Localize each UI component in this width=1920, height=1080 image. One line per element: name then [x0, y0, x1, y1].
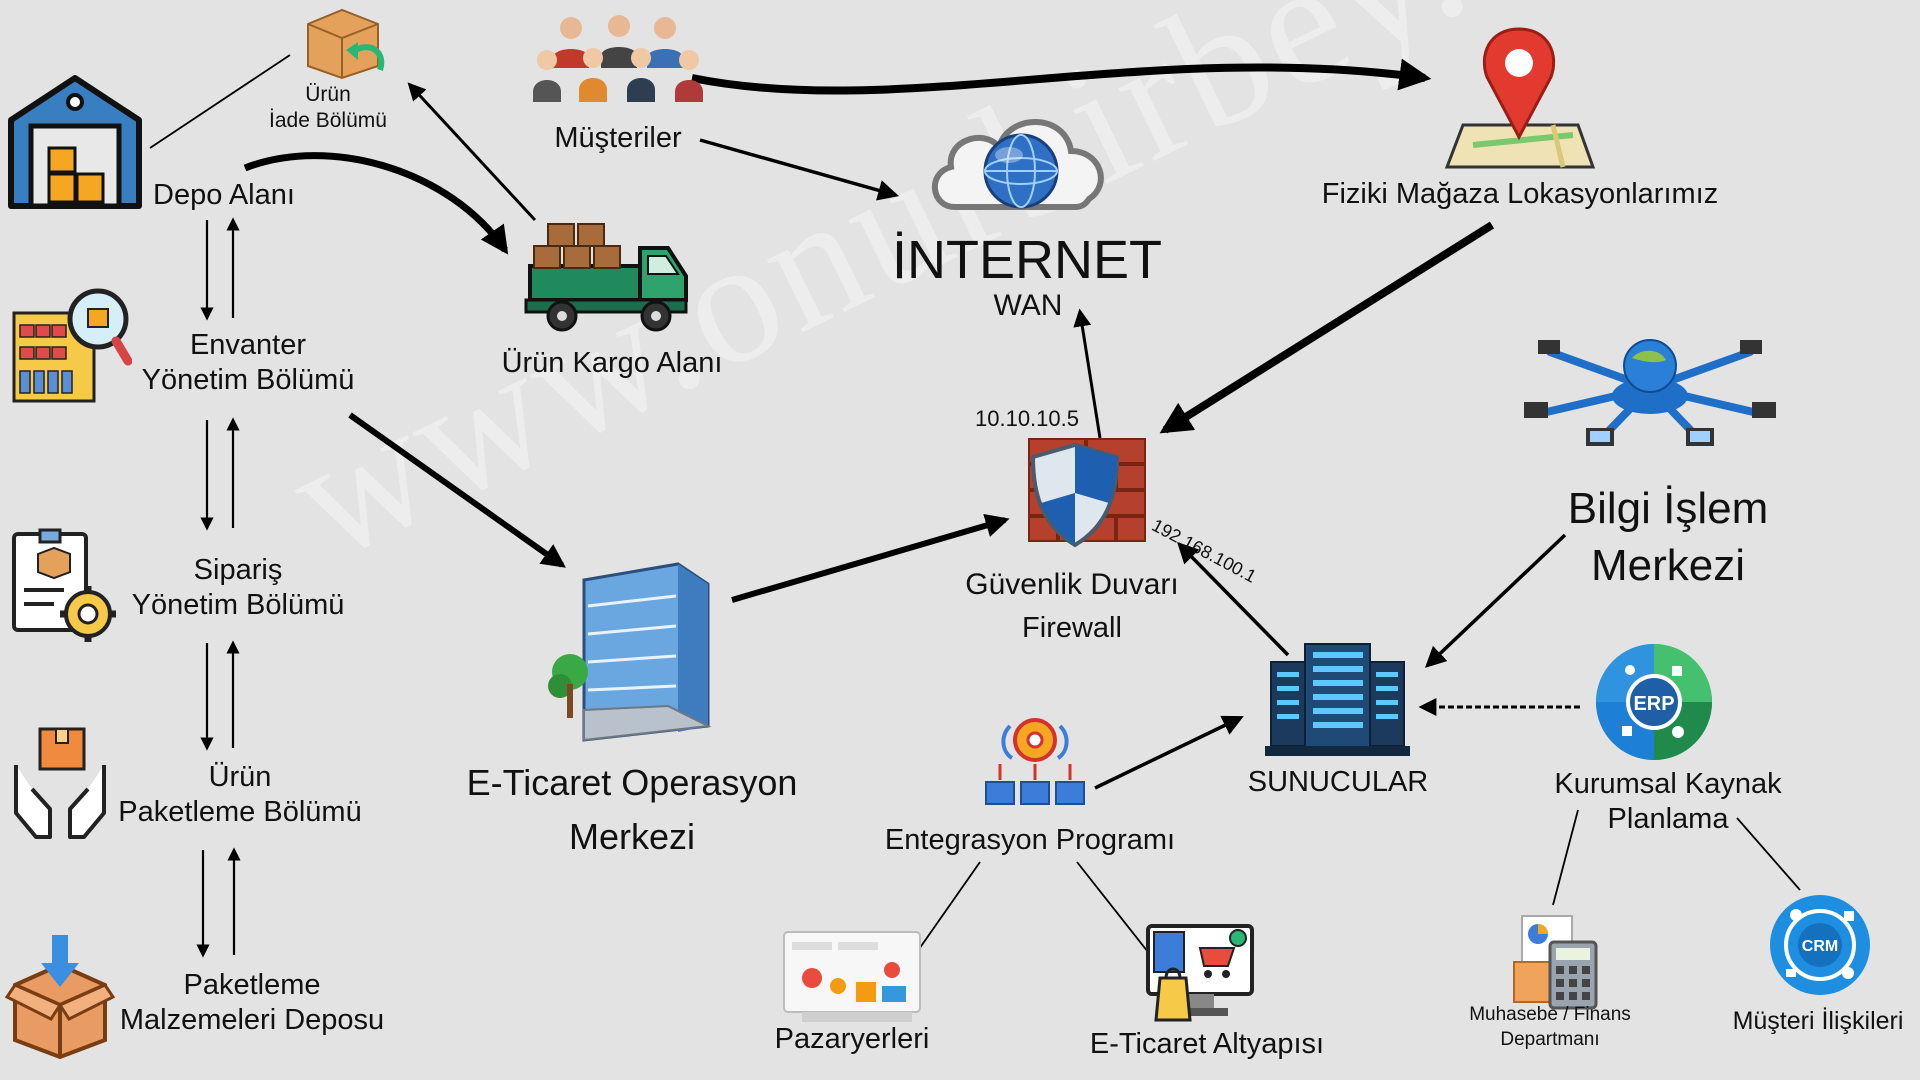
wan-ip: 10.10.10.5	[975, 406, 1079, 431]
firewall-line2: Firewall	[1022, 611, 1122, 644]
internet-title: İNTERNET	[892, 230, 1162, 290]
calculator-icon	[1513, 915, 1598, 1010]
crm-wheel-icon: CRM	[1770, 895, 1870, 995]
arrow-entegrasyon-sunucu	[1094, 715, 1244, 790]
sunucular-label: SUNUCULAR	[1247, 766, 1429, 798]
bilgi-label: Bilgi İşlem Merkezi	[1568, 480, 1769, 594]
erp-label: Kurumsal Kaynak Planlama	[1554, 767, 1781, 838]
muhasebe-line2: Departmanı	[1500, 1028, 1600, 1050]
malzeme-line2: Malzemeleri Deposu	[119, 1004, 385, 1037]
kargo-label: Ürün Kargo Alanı	[501, 347, 723, 379]
network-hub-icon	[1524, 339, 1776, 446]
altyapi-label: E-Ticaret Altyapısı	[1089, 1028, 1325, 1060]
erp-icon-text: ERP	[1633, 693, 1674, 715]
siparis-line1: Sipariş	[193, 554, 283, 586]
eticaret-ops-line2: Merkezi	[568, 816, 696, 857]
iade-line1: Ürün	[305, 83, 351, 106]
truck-icon	[524, 223, 688, 332]
building-icon	[548, 562, 712, 742]
bilgi-line1: Bilgi İşlem	[1567, 484, 1769, 533]
warehouse-icon	[8, 75, 142, 209]
muhasebe-line1: Muhasebe / Finans	[1469, 1004, 1631, 1025]
muhasebe-label: Muhasebe / Finans Departmanı	[1469, 1003, 1631, 1052]
magaza-label: Fiziki Mağaza Lokasyonlarımız	[1321, 178, 1719, 210]
malzeme-line1: Paketleme	[183, 969, 321, 1001]
erp-wheel-icon: ERP	[1596, 644, 1712, 760]
marketplace-icon	[783, 931, 921, 1022]
iade-label: Ürün İade Bölümü	[269, 82, 387, 133]
eticaret-ops-label: E-Ticaret Operasyon Merkezi	[467, 756, 798, 864]
firewall-label: Güvenlik Duvarı Firewall	[965, 563, 1178, 649]
packing-box-icon	[5, 935, 115, 1060]
ecommerce-monitor-icon	[1146, 924, 1254, 1022]
entegrasyon-label: Entegrasyon Programı	[884, 824, 1176, 856]
people-icon	[533, 15, 703, 102]
paketleme-line1: Ürün	[208, 761, 272, 793]
envanter-line2: Yönetim Bölümü	[141, 364, 355, 397]
erp-line1: Kurumsal Kaynak	[1554, 768, 1782, 800]
crm-label: Müşteri İlişkileri	[1732, 1007, 1904, 1035]
arrow-sunucu-firewall	[1177, 542, 1290, 657]
siparis-line2: Yönetim Bölümü	[131, 589, 345, 622]
iade-line2: İade Bölümü	[269, 108, 387, 132]
arrow-bilgi-sunucu	[1424, 533, 1567, 668]
arrow-magaza-firewall	[1159, 221, 1495, 434]
bilgi-line2: Merkezi	[1590, 541, 1746, 591]
depo-label: Depo Alanı	[153, 179, 295, 211]
paketleme-label: Ürün Paketleme Bölümü	[118, 760, 361, 831]
envanter-line1: Envanter	[189, 329, 307, 361]
firewall-line1: Güvenlik Duvarı	[965, 568, 1179, 601]
paketleme-line2: Paketleme Bölümü	[118, 796, 362, 829]
server-rack-icon	[1265, 643, 1410, 756]
inventory-icon	[12, 288, 132, 403]
envanter-label: Envanter Yönetim Bölümü	[142, 328, 355, 399]
packing-hands-icon	[14, 727, 106, 839]
order-gear-icon	[12, 528, 116, 642]
arrow-depo-kargo	[243, 152, 509, 255]
eticaret-ops-line1: E-Ticaret Operasyon	[466, 762, 798, 803]
arrow-ops-firewall	[731, 513, 1010, 603]
erp-line2: Planlama	[1607, 803, 1729, 836]
return-box-icon	[307, 8, 385, 80]
malzeme-label: Paketleme Malzemeleri Deposu	[120, 968, 384, 1039]
musteriler-label: Müşteriler	[554, 122, 682, 154]
map-pin-icon	[1444, 27, 1596, 169]
integration-icon	[985, 718, 1085, 805]
arrow-kargo-iade	[407, 82, 537, 222]
firewall-shield-icon	[1028, 438, 1146, 548]
siparis-label: Sipariş Yönetim Bölümü	[132, 553, 345, 624]
arrow-envanter-ops	[348, 412, 566, 568]
arrow-musteri-internet	[699, 138, 900, 201]
pazaryerleri-label: Pazaryerleri	[774, 1023, 930, 1055]
internet-sub: WAN	[993, 289, 1063, 322]
cloud-globe-icon	[932, 119, 1104, 210]
crm-icon-text: CRM	[1802, 938, 1838, 955]
arrow-firewall-internet	[1073, 308, 1102, 439]
arrow-musteri-magaza	[691, 58, 1432, 95]
